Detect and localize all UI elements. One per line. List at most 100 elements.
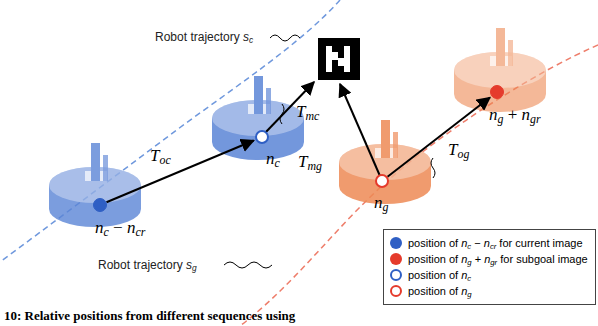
math-symbol: n: [266, 149, 275, 168]
text-part: position: [408, 237, 446, 249]
position-label: nc: [266, 149, 280, 169]
text-part: of: [449, 285, 458, 297]
math-subscript: g: [192, 263, 197, 273]
math-subscript: g: [467, 258, 471, 267]
robot-figure: [454, 28, 546, 112]
legend-text: position of nc − ncr for current image: [408, 236, 583, 250]
math-symbol: n: [95, 218, 104, 237]
math-subscript: g: [467, 290, 471, 299]
text-part: −: [113, 218, 123, 237]
text-part: −: [474, 237, 480, 249]
trajectory-label: Robot trajectory sc: [155, 29, 253, 45]
legend-row: position of ng + ngr for subgoal image: [390, 252, 589, 266]
math-symbol: n: [374, 193, 383, 212]
math-symbol: n: [484, 253, 490, 265]
math-subscript: mg: [307, 159, 322, 173]
transform-label: Tog: [448, 140, 469, 160]
math-subscript: c: [249, 35, 253, 45]
text-part: for: [500, 253, 513, 265]
position-dot: ng: [375, 174, 389, 188]
math-subscript: g: [383, 200, 389, 214]
legend-text: position of nc: [408, 268, 471, 282]
text-part: position: [408, 269, 446, 281]
math-symbol: T: [448, 140, 457, 159]
math-subscript: mc: [305, 109, 319, 123]
leader-squiggle: [224, 262, 272, 268]
legend-row: position of nc: [390, 268, 589, 282]
math-symbol: T: [298, 152, 307, 171]
leader-squiggle: [270, 35, 300, 41]
legend-text: position of ng + ngr for subgoal image: [408, 252, 588, 266]
legend-swatch: [390, 269, 402, 281]
math-subscript: c: [467, 274, 471, 283]
transform-arrow: [264, 82, 314, 134]
position-label: ng + ngr: [489, 105, 541, 125]
trajectory-line: [0, 0, 340, 262]
legend-text: position of ng: [408, 284, 472, 298]
math-symbol: T: [296, 102, 305, 121]
robot-figure: [49, 143, 141, 227]
legend-row: position of ng: [390, 284, 589, 298]
legend-swatch: [390, 237, 402, 249]
trajectory-label: Robot trajectory sg: [98, 257, 197, 273]
math-subscript: cr: [490, 242, 496, 251]
text-part: position: [408, 253, 446, 265]
math-subscript: oc: [159, 153, 170, 167]
legend-swatch: [390, 285, 402, 297]
math-subscript: og: [457, 147, 469, 161]
math-symbol: n: [127, 218, 136, 237]
position-dot: nc − ncr: [93, 198, 107, 212]
transform-label: Tmc: [296, 102, 319, 122]
text-part: of: [449, 269, 458, 281]
text-part: subgoal: [516, 253, 555, 265]
position-label: nc − ncr: [95, 218, 145, 238]
transform-arrow: [106, 140, 253, 202]
math-symbol: n: [461, 253, 467, 265]
math-symbol: s: [243, 30, 249, 44]
transform-label: Toc: [150, 146, 171, 166]
legend-row: position of nc − ncr for current image: [390, 236, 589, 250]
text-part: of: [449, 253, 458, 265]
figure-caption: 10: Relative positions from different se…: [4, 308, 295, 324]
legend-swatch: [390, 253, 402, 265]
aruco-marker: [318, 38, 360, 80]
text-part: position: [408, 285, 446, 297]
transform-arrow: [388, 98, 490, 177]
leader-squiggle: [280, 104, 284, 124]
text-part: of: [449, 237, 458, 249]
math-symbol: n: [489, 105, 498, 124]
leader-squiggle: [431, 158, 435, 178]
math-subscript: c: [275, 156, 280, 170]
text-part: +: [475, 253, 481, 265]
text-part: trajectory: [133, 258, 182, 272]
math-subscript: g: [498, 112, 504, 126]
position-dot: nc: [255, 130, 269, 144]
math-symbol: s: [186, 258, 192, 272]
math-symbol: n: [522, 105, 531, 124]
transform-label: Tmg: [298, 152, 322, 172]
text-part: Robot: [155, 30, 187, 44]
text-part: current: [515, 237, 549, 249]
math-symbol: n: [484, 237, 490, 249]
math-subscript: cr: [135, 225, 145, 239]
text-part: for: [499, 237, 512, 249]
math-symbol: T: [150, 146, 159, 165]
text-part: trajectory: [190, 30, 239, 44]
math-symbol: n: [461, 269, 467, 281]
legend-box: position of nc − ncr for current imagepo…: [383, 229, 596, 305]
position-dot: ng + ngr: [490, 85, 504, 99]
text-part: image: [558, 253, 588, 265]
robot-figure: [212, 76, 304, 160]
transform-arrow: [340, 84, 380, 176]
text-part: +: [508, 105, 518, 124]
text-part: image: [553, 237, 583, 249]
math-symbol: n: [461, 237, 467, 249]
math-subscript: c: [467, 242, 471, 251]
math-subscript: c: [104, 225, 109, 239]
position-label: ng: [374, 193, 388, 213]
math-subscript: gr: [530, 112, 541, 126]
text-part: Robot: [98, 258, 130, 272]
math-subscript: gr: [490, 258, 497, 267]
math-symbol: n: [461, 285, 467, 297]
